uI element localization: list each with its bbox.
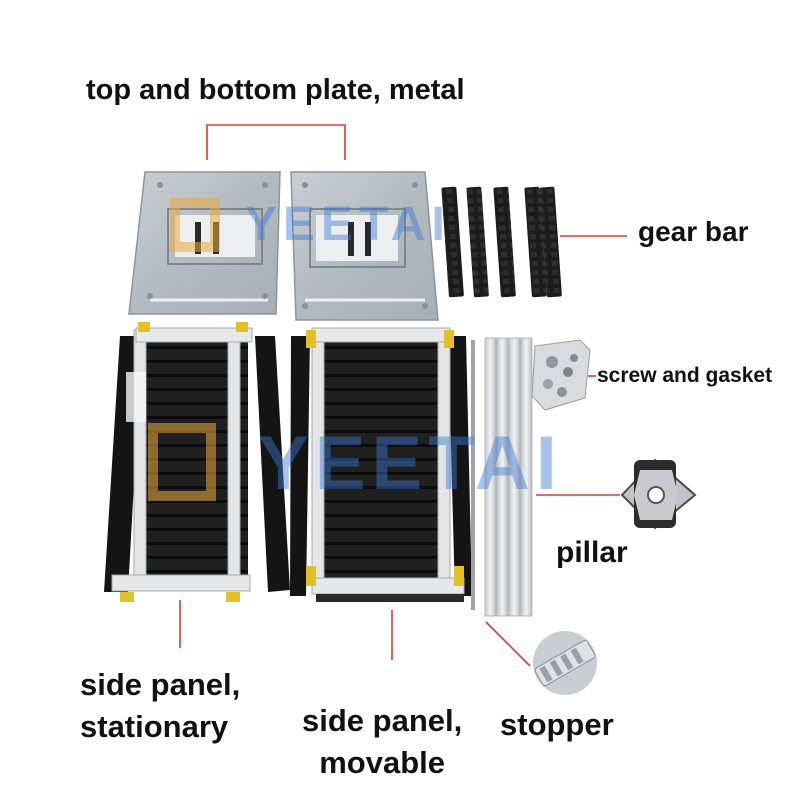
label-stopper: stopper (500, 707, 614, 742)
screw-bag (531, 339, 591, 411)
label-side-movable-line1: side panel, (302, 703, 463, 738)
pillar-cross-section (620, 458, 697, 530)
watermark-logo-top (170, 198, 220, 252)
stopper-detail (533, 631, 597, 695)
label-side-stationary-line1: side panel, (80, 667, 241, 702)
watermark-center: YEETAI (258, 421, 563, 506)
leader-line-stopper (485, 621, 531, 667)
label-pillar: pillar (556, 536, 628, 569)
label-gear-bar: gear bar (638, 216, 749, 247)
leader-line-top-plate (206, 124, 346, 160)
label-side-stationary-line2: stationary (80, 709, 229, 744)
watermark-top: YEETAI (245, 198, 451, 251)
side-panel-movable (290, 327, 472, 602)
pillars (484, 337, 533, 617)
threaded-rod (471, 340, 475, 610)
label-screw-gasket: screw and gasket (597, 364, 773, 387)
metal-plate-right (290, 171, 439, 321)
watermark-logo-center (148, 423, 216, 501)
label-side-panel-movable: side panel, movable (302, 700, 462, 784)
gear-bars (441, 186, 562, 298)
label-side-movable-line2: movable (319, 745, 445, 780)
label-side-panel-stationary: side panel, stationary (80, 664, 240, 748)
label-top-bottom-plate: top and bottom plate, metal (86, 74, 465, 106)
